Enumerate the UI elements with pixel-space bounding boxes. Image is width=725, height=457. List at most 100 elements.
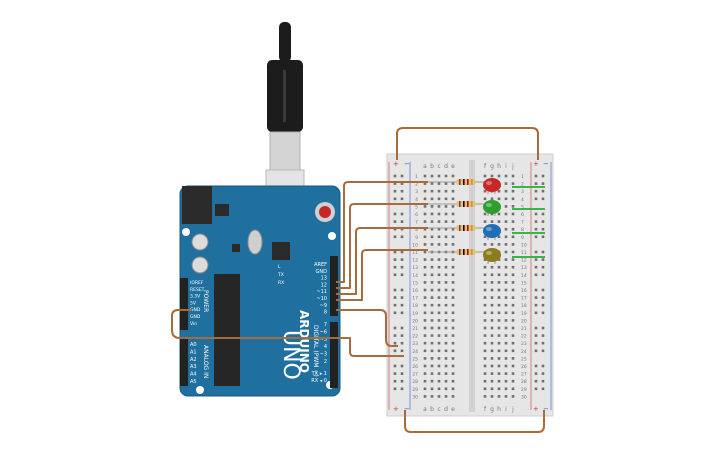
breadboard-hole[interactable] [504, 311, 508, 315]
breadboard-hole[interactable] [430, 243, 434, 246]
breadboard-hole[interactable] [437, 258, 441, 261]
breadboard-hole[interactable] [423, 189, 427, 193]
breadboard-hole[interactable] [483, 189, 487, 193]
rail-hole[interactable] [393, 174, 397, 178]
breadboard-hole[interactable] [497, 235, 501, 239]
breadboard-hole[interactable] [423, 265, 427, 269]
breadboard-hole[interactable] [423, 296, 427, 299]
rail-hole[interactable] [541, 182, 545, 185]
breadboard-hole[interactable] [483, 197, 487, 201]
rail-hole[interactable] [534, 303, 538, 307]
rail-hole[interactable] [534, 364, 538, 368]
breadboard-hole[interactable] [483, 341, 487, 345]
breadboard-hole[interactable] [451, 341, 455, 345]
breadboard-hole[interactable] [504, 387, 508, 391]
breadboard-hole[interactable] [483, 349, 487, 353]
rail-hole[interactable] [400, 265, 404, 269]
breadboard-hole[interactable] [451, 220, 455, 223]
rail-hole[interactable] [400, 349, 404, 353]
breadboard-hole[interactable] [430, 220, 434, 223]
breadboard-hole[interactable] [497, 212, 501, 216]
rail-hole[interactable] [400, 387, 404, 391]
breadboard-hole[interactable] [504, 341, 508, 345]
breadboard-hole[interactable] [490, 220, 494, 223]
breadboard-hole[interactable] [451, 243, 455, 246]
breadboard-hole[interactable] [451, 334, 455, 337]
breadboard-hole[interactable] [451, 349, 455, 353]
breadboard-hole[interactable] [511, 296, 515, 299]
rail-hole[interactable] [400, 326, 404, 330]
breadboard-hole[interactable] [437, 364, 441, 368]
breadboard-hole[interactable] [437, 303, 441, 307]
breadboard-hole[interactable] [490, 288, 494, 292]
breadboard-hole[interactable] [511, 379, 515, 383]
breadboard-hole[interactable] [423, 379, 427, 383]
rail-hole[interactable] [393, 303, 397, 307]
breadboard-hole[interactable] [451, 197, 455, 201]
breadboard-hole[interactable] [437, 395, 441, 398]
rail-hole[interactable] [400, 182, 404, 185]
breadboard-hole[interactable] [483, 243, 487, 246]
breadboard-hole[interactable] [483, 311, 487, 315]
rail-hole[interactable] [393, 189, 397, 193]
breadboard-hole[interactable] [444, 395, 448, 398]
rail-hole[interactable] [534, 212, 538, 216]
breadboard-hole[interactable] [497, 387, 501, 391]
rail-hole[interactable] [534, 220, 538, 223]
wire-pin-10[interactable] [336, 249, 428, 301]
rail-hole[interactable] [534, 379, 538, 383]
breadboard-hole[interactable] [483, 212, 487, 216]
rail-hole[interactable] [400, 334, 404, 337]
breadboard-hole[interactable] [511, 265, 515, 269]
rail-hole[interactable] [400, 197, 404, 201]
breadboard-hole[interactable] [483, 334, 487, 337]
rail-hole[interactable] [534, 197, 538, 201]
rail-hole[interactable] [534, 311, 538, 315]
breadboard-hole[interactable] [490, 372, 494, 375]
rail-hole[interactable] [393, 341, 397, 345]
breadboard-hole[interactable] [497, 288, 501, 292]
breadboard-hole[interactable] [504, 227, 508, 231]
breadboard-hole[interactable] [430, 227, 434, 231]
breadboard-hole[interactable] [483, 319, 487, 322]
breadboard-hole[interactable] [423, 182, 427, 185]
breadboard-hole[interactable] [444, 379, 448, 383]
breadboard-hole[interactable] [430, 311, 434, 315]
breadboard-hole[interactable] [511, 220, 515, 223]
rail-hole[interactable] [541, 334, 545, 337]
breadboard-hole[interactable] [430, 303, 434, 307]
breadboard-hole[interactable] [504, 364, 508, 368]
breadboard-hole[interactable] [444, 182, 448, 185]
breadboard-hole[interactable] [423, 174, 427, 178]
breadboard-hole[interactable] [444, 296, 448, 299]
rail-hole[interactable] [541, 197, 545, 201]
breadboard-hole[interactable] [490, 334, 494, 337]
breadboard-hole[interactable] [437, 281, 441, 284]
breadboard-hole[interactable] [451, 326, 455, 330]
breadboard-hole[interactable] [430, 387, 434, 391]
rail-hole[interactable] [393, 212, 397, 216]
breadboard-hole[interactable] [511, 250, 515, 254]
wire-gnd[interactable] [336, 309, 398, 347]
rail-hole[interactable] [400, 174, 404, 178]
breadboard-hole[interactable] [511, 395, 515, 398]
breadboard-hole[interactable] [423, 273, 427, 277]
breadboard-hole[interactable] [511, 326, 515, 330]
breadboard-hole[interactable] [504, 379, 508, 383]
breadboard-hole[interactable] [423, 334, 427, 337]
breadboard-hole[interactable] [497, 311, 501, 315]
breadboard-hole[interactable] [490, 265, 494, 269]
rail-hole[interactable] [541, 341, 545, 345]
rail-hole[interactable] [393, 311, 397, 315]
breadboard-hole[interactable] [490, 273, 494, 277]
breadboard-hole[interactable] [444, 303, 448, 307]
breadboard-hole[interactable] [490, 281, 494, 284]
rail-hole[interactable] [534, 250, 538, 254]
breadboard-hole[interactable] [444, 326, 448, 330]
breadboard-hole[interactable] [504, 281, 508, 284]
rail-hole[interactable] [541, 326, 545, 330]
breadboard-hole[interactable] [451, 288, 455, 292]
breadboard-hole[interactable] [430, 273, 434, 277]
breadboard-hole[interactable] [511, 197, 515, 201]
breadboard-hole[interactable] [504, 296, 508, 299]
